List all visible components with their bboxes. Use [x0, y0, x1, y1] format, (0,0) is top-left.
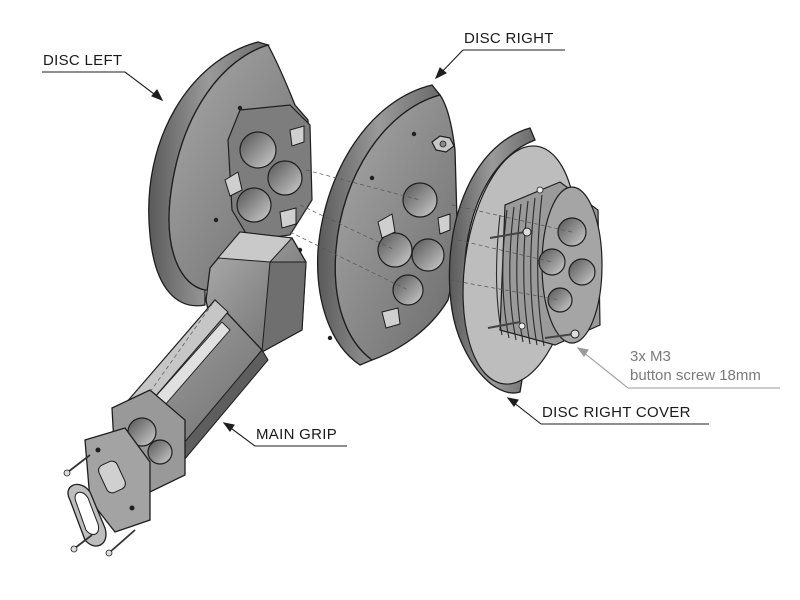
assembly-guide-lines: [149, 169, 573, 393]
label-disc-right-cover: DISC RIGHT COVER: [542, 404, 691, 421]
callout-leaders: [42, 49, 780, 447]
disc-right-cover-part: [448, 127, 603, 394]
disc-right-part: [316, 84, 459, 366]
disc-left-part: [148, 41, 313, 307]
screw-note-spec: button screw 18mm: [630, 367, 761, 384]
label-main-grip: MAIN GRIP: [256, 426, 338, 443]
screw-note-quantity: 3x M3: [630, 348, 671, 365]
main-grip-part: [63, 231, 307, 557]
label-disc-right: DISC RIGHT: [464, 30, 554, 47]
label-disc-left: DISC LEFT: [43, 52, 123, 69]
